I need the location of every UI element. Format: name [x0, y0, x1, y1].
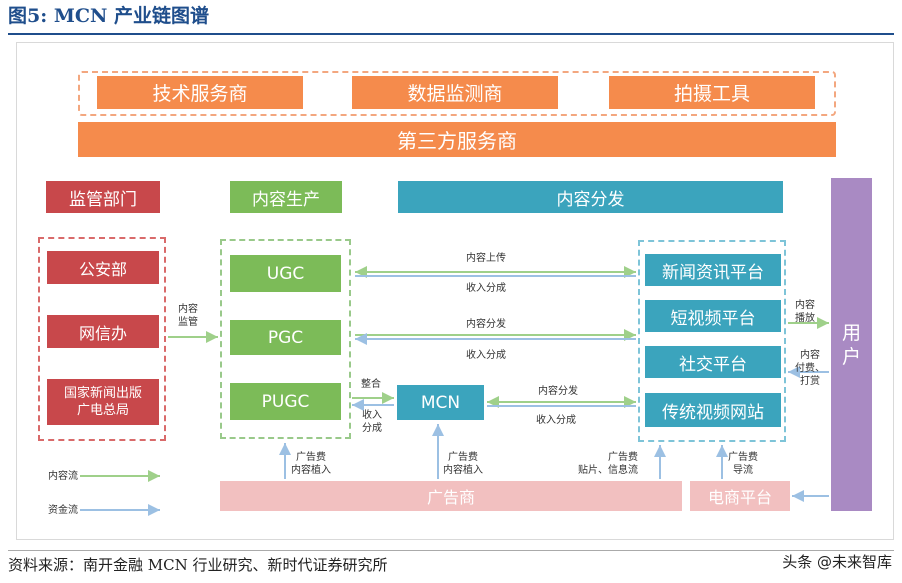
integrate-label: 整合 — [361, 379, 381, 390]
advertiser-bar: 广告商 — [220, 481, 682, 511]
ecommerce-bar: 电商平台 — [690, 481, 790, 511]
legend-money-label: 资金流 — [48, 505, 78, 516]
ad-label-1: 广告费 内容植入 — [291, 452, 331, 476]
top-services-group — [78, 71, 836, 116]
watermark: 头条 @未来智库 — [782, 553, 892, 571]
platform-social: 社交平台 — [645, 346, 781, 378]
distribution-header: 内容分发 — [398, 181, 783, 213]
revenue-label-2: 收入分成 — [466, 350, 506, 361]
platform-short-video: 短视频平台 — [645, 300, 781, 332]
platform-news: 新闻资讯平台 — [645, 254, 781, 286]
distribute-label-2: 内容分发 — [538, 386, 578, 397]
shooting-tool-box: 拍摄工具 — [609, 76, 815, 109]
mcn-box: MCN — [397, 385, 484, 420]
revenue-label-4: 收入分成 — [536, 415, 576, 426]
ad-label-3: 广告费 贴片、信息流 — [578, 452, 638, 476]
producer-pgc: PGC — [230, 320, 341, 355]
title-divider — [8, 33, 894, 35]
figure-title: 图5: MCN 产业链图谱 — [8, 5, 209, 27]
ad-label-2: 广告费 内容植入 — [443, 452, 483, 476]
distribute-label-1: 内容分发 — [466, 319, 506, 330]
platform-video-site: 传统视频网站 — [645, 393, 781, 427]
regulator-mps: 公安部 — [47, 251, 159, 284]
revenue-label-3: 收入 分成 — [362, 410, 382, 434]
platforms-group — [638, 240, 786, 442]
production-header: 内容生产 — [230, 181, 342, 213]
third-party-service-box: 第三方服务商 — [78, 122, 836, 157]
tech-service-box: 技术服务商 — [97, 76, 303, 109]
producer-pugc: PUGC — [230, 383, 341, 420]
pay-label: 内容 付费、 打赏 — [795, 350, 825, 387]
regulators-group — [38, 237, 166, 441]
regulation-label: 内容 监管 — [178, 304, 198, 328]
user-bar: 用 户 — [831, 178, 872, 511]
producers-group — [220, 239, 351, 439]
legend-content-label: 内容流 — [48, 471, 78, 482]
upload-label: 内容上传 — [466, 253, 506, 264]
source-footer: 资料来源：南开金融 MCN 行业研究、新时代证券研究所 — [8, 550, 894, 580]
regulator-nppa: 国家新闻出版 广电总局 — [47, 379, 159, 425]
regulator-cac: 网信办 — [47, 315, 159, 348]
play-label: 内容 播放 — [795, 300, 815, 324]
regulation-header: 监管部门 — [46, 181, 160, 213]
ad-label-4: 广告费 导流 — [728, 452, 758, 476]
data-monitor-box: 数据监测商 — [352, 76, 558, 109]
producer-ugc: UGC — [230, 255, 341, 292]
revenue-label-1: 收入分成 — [466, 283, 506, 294]
